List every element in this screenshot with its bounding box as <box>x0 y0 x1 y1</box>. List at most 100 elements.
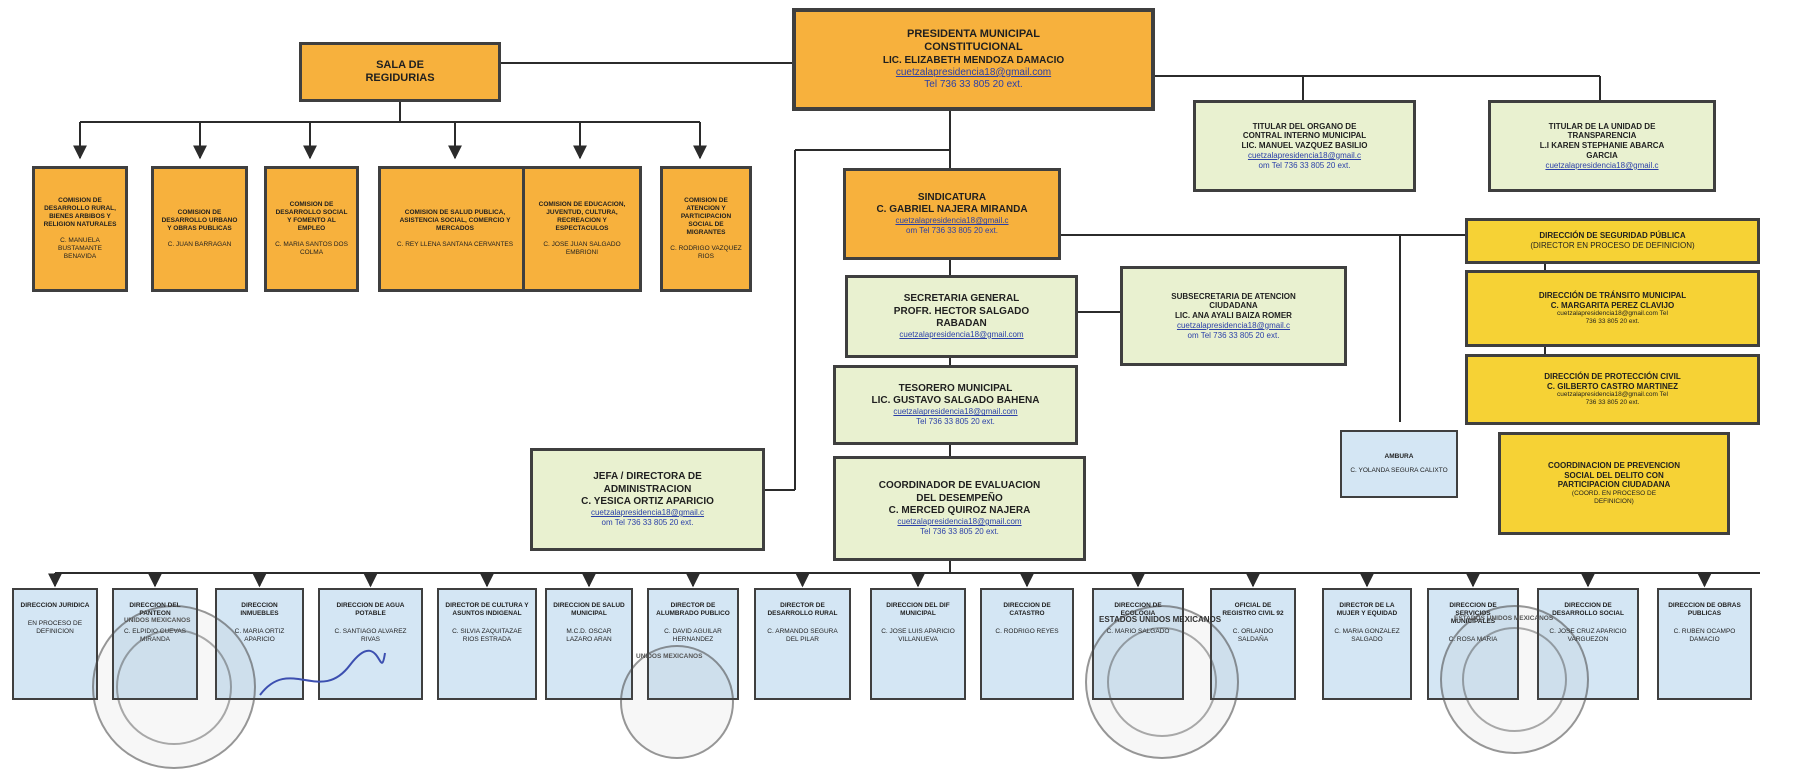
prevencion-delito-box: COORDINACION DE PREVENCION SOCIAL DEL DE… <box>1498 432 1730 535</box>
direccion-name: C. MARIA ORTIZ APARICIO <box>234 627 285 643</box>
direccion-name: M.C.D. OSCAR LAZARO ARAN <box>566 627 612 643</box>
direccion-box: DIRECCION DE CATASTRO C. RODRIGO REYES <box>980 588 1074 700</box>
direccion-title: DIRECTOR DE ALUMBRADO PUBLICO <box>656 602 730 617</box>
coordinador-tel: Tel 736 33 805 20 ext. <box>920 526 999 536</box>
direccion-title: DIRECCION INMUEBLES <box>240 602 279 617</box>
sindicatura-box: SINDICATURA C. GABRIEL NAJERA MIRANDA cu… <box>843 168 1061 260</box>
comision-title: COMISION DE DESARROLLO SOCIAL Y FOMENTO … <box>275 201 348 232</box>
direccion-name: EN PROCESO DE DEFINICION <box>27 619 83 635</box>
organo-name: LIC. MANUEL VAZQUEZ BASILIO <box>1241 141 1368 151</box>
direccion-title: DIRECTOR DE DESARROLLO RURAL <box>767 602 838 617</box>
comision-name: C. RODRIGO VAZQUEZ RIOS <box>670 244 742 260</box>
transito-email[interactable]: cuetzalapresidencia18@gmail.com Tel <box>1557 310 1668 318</box>
direccion-name: C. JOSE CRUZ APARICIO VARGUEZON <box>1549 627 1627 643</box>
signature-mark <box>259 649 386 696</box>
proteccion-civil-box: DIRECCIÓN DE PROTECCIÓN CIVIL C. GILBERT… <box>1465 354 1760 425</box>
seal-stamp: UNIDOS MEXICANOS <box>620 645 734 759</box>
comision-box: COMISION DE ATENCION Y PARTICIPACION SOC… <box>660 166 752 292</box>
transparencia-name: L.I KAREN STEPHANIE ABARCA <box>1539 141 1665 151</box>
direccion-name: C. RUBEN OCAMPO DAMACIO <box>1673 627 1736 643</box>
prevencion-line-5: DEFINICION) <box>1594 498 1634 506</box>
transito-tel: 736 33 805 20 ext. <box>1585 318 1640 326</box>
organo-email[interactable]: cuetzalapresidencia18@gmail.c <box>1247 150 1362 160</box>
prevencion-line-3: PARTICIPACION CIUDADANA <box>1557 480 1671 490</box>
direccion-name: C. JOSE LUIS APARICIO VILLANUEVA <box>881 627 955 643</box>
comision-name: C. MARIA SANTOS DOS COLMA <box>275 240 348 256</box>
direccion-name: C. SILVIA ZAQUITAZAE RIOS ESTRADA <box>452 627 522 643</box>
direccion-box: DIRECCION JURIDICA EN PROCESO DE DEFINICI… <box>12 588 98 700</box>
direccion-box: DIRECCION DE OBRAS PUBLICAS C. RUBEN OCAM… <box>1657 588 1752 700</box>
subsecretaria-tel: om Tel 736 33 805 20 ext. <box>1187 330 1280 340</box>
sindicatura-name: C. GABRIEL NAJERA MIRANDA <box>876 204 1028 216</box>
presidenta-box: PRESIDENTA MUNICIPAL CONSTITUCIONAL LIC.… <box>792 8 1155 111</box>
jefa-email[interactable]: cuetzalapresidencia18@gmail.c <box>590 508 705 518</box>
presidenta-name: LIC. ELIZABETH MENDOZA DAMACIO <box>882 54 1065 66</box>
secretaria-box: SECRETARIA GENERAL PROFR. HECTOR SALGADO… <box>845 275 1078 358</box>
transito-name: C. MARGARITA PEREZ CLAVIJO <box>1550 300 1675 310</box>
coordinador-title: COORDINADOR DE EVALUACION <box>878 480 1041 492</box>
direccion-name: C. ORLANDO SALDAÑA <box>1232 627 1274 643</box>
tesorero-box: TESORERO MUNICIPAL LIC. GUSTAVO SALGADO … <box>833 365 1078 445</box>
comision-name: C. REY LLENA SANTANA CERVANTES <box>396 240 514 248</box>
secretaria-name: PROFR. HECTOR SALGADO <box>893 305 1030 317</box>
ambura-title: AMBURA <box>1384 453 1414 461</box>
comision-name: C. JUAN BARRAGAN <box>167 240 232 248</box>
proteccion-tel: 736 33 805 20 ext. <box>1585 399 1640 407</box>
subsecretaria-email[interactable]: cuetzalapresidencia18@gmail.c <box>1176 320 1291 330</box>
direccion-title: DIRECCION DEL DIF MUNICIPAL <box>886 602 950 617</box>
tesorero-tel: Tel 736 33 805 20 ext. <box>916 417 995 427</box>
coordinador-box: COORDINADOR DE EVALUACION DEL DESEMPEÑO … <box>833 456 1086 561</box>
coordinador-title-2: DEL DESEMPEÑO <box>916 492 1003 504</box>
regidurias-box: SALA DE REGIDURIAS <box>299 42 501 102</box>
tesorero-email[interactable]: cuetzalapresidencia18@gmail.com <box>893 407 1018 417</box>
direccion-title: DIRECCION JURIDICA <box>20 602 90 609</box>
tesorero-title: TESORERO MUNICIPAL <box>898 383 1013 395</box>
comision-box: COMISION DE DESARROLLO URBANO Y OBRAS PU… <box>151 166 248 292</box>
direccion-title: DIRECCION DE CATASTRO <box>1003 602 1051 617</box>
comision-box: COMISION DE SALUD PUBLICA, ASISTENCIA SO… <box>378 166 532 292</box>
transito-title: DIRECCIÓN DE TRÁNSITO MUNICIPAL <box>1538 290 1687 300</box>
subsecretaria-box: SUBSECRETARIA DE ATENCION CIUDADANA LIC.… <box>1120 266 1347 366</box>
organo-line-2: CONTRAL INTERNO MUNICIPAL <box>1242 131 1367 141</box>
transparencia-email[interactable]: cuetzalapresidencia18@gmail.c <box>1545 160 1659 170</box>
secretaria-title: SECRETARIA GENERAL <box>903 293 1020 305</box>
proteccion-name: C. GILBERTO CASTRO MARTINEZ <box>1547 381 1678 391</box>
proteccion-title: DIRECCIÓN DE PROTECCIÓN CIVIL <box>1544 371 1681 381</box>
prevencion-line-1: COORDINACION DE PREVENCION <box>1547 460 1680 470</box>
direccion-title: DIRECCION DE DESARROLLO SOCIAL <box>1552 602 1624 617</box>
seguridad-note: (DIRECTOR EN PROCESO DE DEFINICION) <box>1530 241 1695 250</box>
direccion-name: C. RODRIGO REYES <box>995 627 1059 635</box>
secretaria-name-2: RABADAN <box>936 317 987 329</box>
jefa-administracion-box: JEFA / DIRECTORA DE ADMINISTRACION C. YE… <box>530 448 765 551</box>
comision-name: C. JOSE JUAN SALGADO EMBRIONI <box>543 240 621 256</box>
proteccion-email[interactable]: cuetzalapresidencia18@gmail.com Tel <box>1557 391 1668 399</box>
presidenta-title: PRESIDENTA MUNICIPAL <box>906 27 1041 40</box>
presidenta-tel: Tel 736 33 805 20 ext. <box>924 79 1023 90</box>
seal-stamp: ESTADOS UNIDOS MEXICANOS <box>1440 605 1589 754</box>
comision-box: COMISION DE DESARROLLO SOCIAL Y FOMENTO … <box>264 166 359 292</box>
seguridad-title: DIRECCIÓN DE SEGURIDAD PÚBLICA <box>1539 231 1686 241</box>
ambura-box: AMBURA C. YOLANDA SEGURA CALIXTO <box>1340 430 1458 498</box>
coordinador-email[interactable]: cuetzalapresidencia18@gmail.com <box>897 517 1022 527</box>
direccion-box: DIRECTOR DE CULTURA Y ASUNTOS INDIGENAL C… <box>437 588 537 700</box>
comision-title: COMISION DE DESARROLLO RURAL, BIENES ARB… <box>43 197 117 229</box>
subsecretaria-name: LIC. ANA AYALI BAIZA ROMER <box>1175 311 1292 321</box>
secretaria-email[interactable]: cuetzalapresidencia18@gmail.com <box>899 329 1024 339</box>
direccion-title: DIRECCION DE SALUD MUNICIPAL <box>553 602 625 617</box>
sindicatura-email[interactable]: cuetzalapresidencia18@gmail.c <box>895 216 1009 226</box>
transparencia-box: TITULAR DE LA UNIDAD DE TRANSPARENCIA L.… <box>1488 100 1716 192</box>
regidurias-label-1: SALA DE <box>376 58 424 71</box>
comision-title: COMISION DE ATENCION Y PARTICIPACION SOC… <box>680 197 732 236</box>
direccion-title: DIRECCION DE OBRAS PUBLICAS <box>1668 602 1741 617</box>
transparencia-line-1: TITULAR DE LA UNIDAD DE <box>1548 121 1656 131</box>
direccion-title: DIRECCION DE AGUA POTABLE <box>336 602 405 617</box>
presidenta-subtitle: CONSTITUCIONAL <box>924 41 1023 54</box>
subsecretaria-title-2: CIUDADANA <box>1209 301 1258 311</box>
coordinador-name: C. MERCED QUIROZ NAJERA <box>888 504 1031 516</box>
tesorero-name: LIC. GUSTAVO SALGADO BAHENA <box>871 395 1040 407</box>
regidurias-label-2: REGIDURIAS <box>365 72 435 84</box>
direccion-title: DIRECTOR DE CULTURA Y ASUNTOS INDIGENAL <box>445 602 529 617</box>
presidenta-email[interactable]: cuetzalapresidencia18@gmail.com <box>895 66 1052 78</box>
transparencia-line-2: TRANSPARENCIA <box>1567 131 1637 141</box>
